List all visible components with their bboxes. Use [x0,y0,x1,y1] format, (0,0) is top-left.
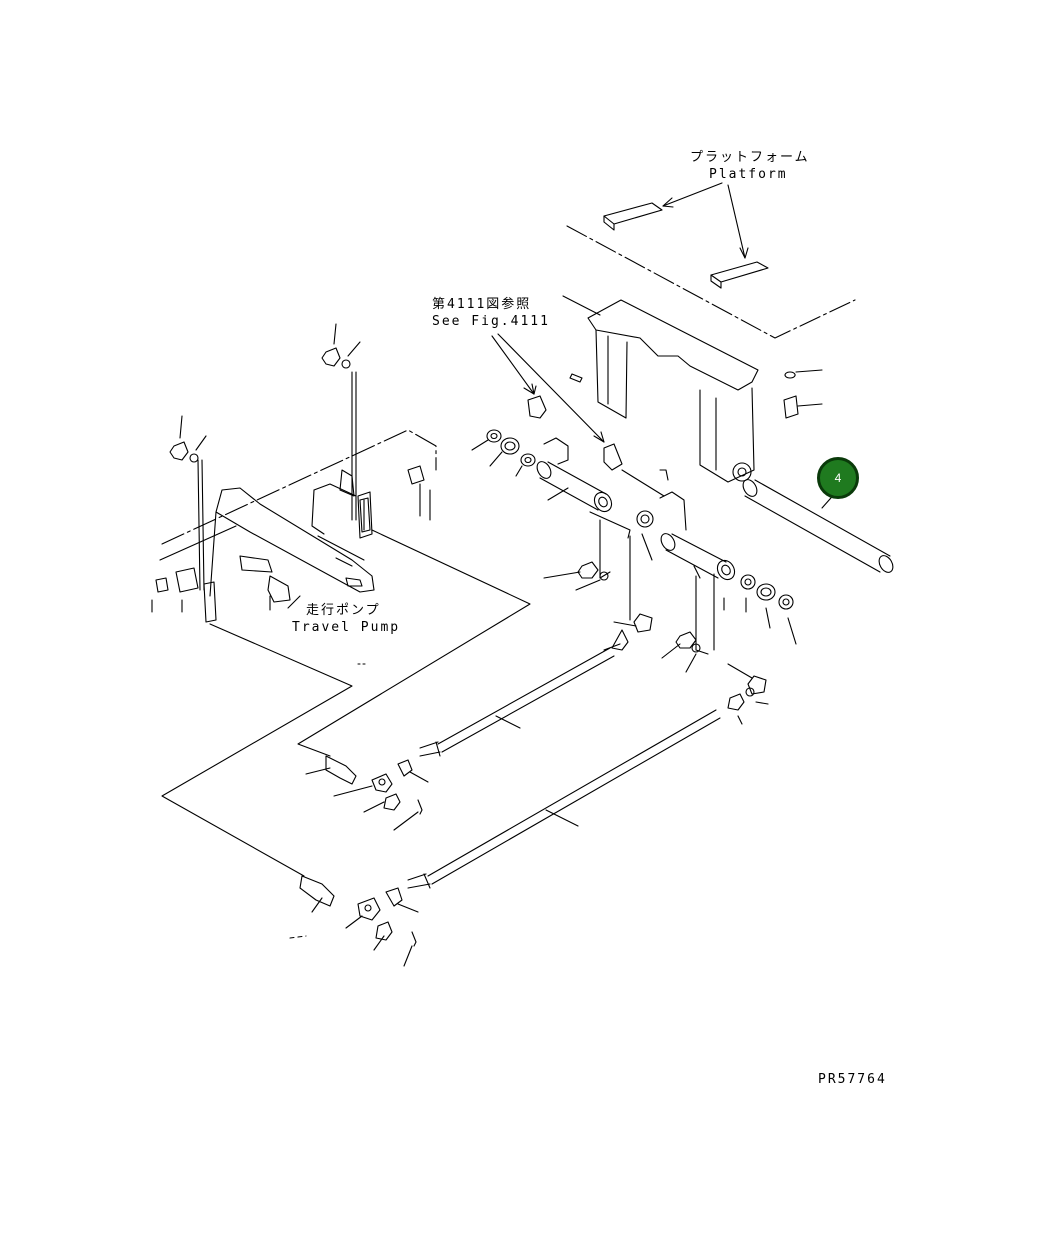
platform-outline [562,182,856,339]
platform-label-en: Platform [709,167,788,182]
bracket-support [569,299,823,483]
travel-pump-label-en: Travel Pump [292,620,401,635]
lever-assembly-right [636,469,797,725]
shaft-part-4 [742,479,894,573]
pump-rods [169,323,371,623]
platform-label-jp: プラットフォーム [690,150,810,165]
travel-pump-body [151,429,437,613]
part-callout-number: 4 [834,471,842,485]
lever-assembly-left [471,385,653,633]
see-fig-label-jp: 第4111図参照 [432,297,532,312]
rod-end-parts [289,755,429,967]
travel-pump-label-jp: 走行ポンプ [306,603,381,618]
connection-outline [161,333,665,877]
part-callout-4[interactable]: 4 [817,457,859,499]
see-fig-label-en: See Fig.4111 [432,314,550,329]
control-rods [407,629,721,889]
drawing-number: PR57764 [818,1072,887,1087]
